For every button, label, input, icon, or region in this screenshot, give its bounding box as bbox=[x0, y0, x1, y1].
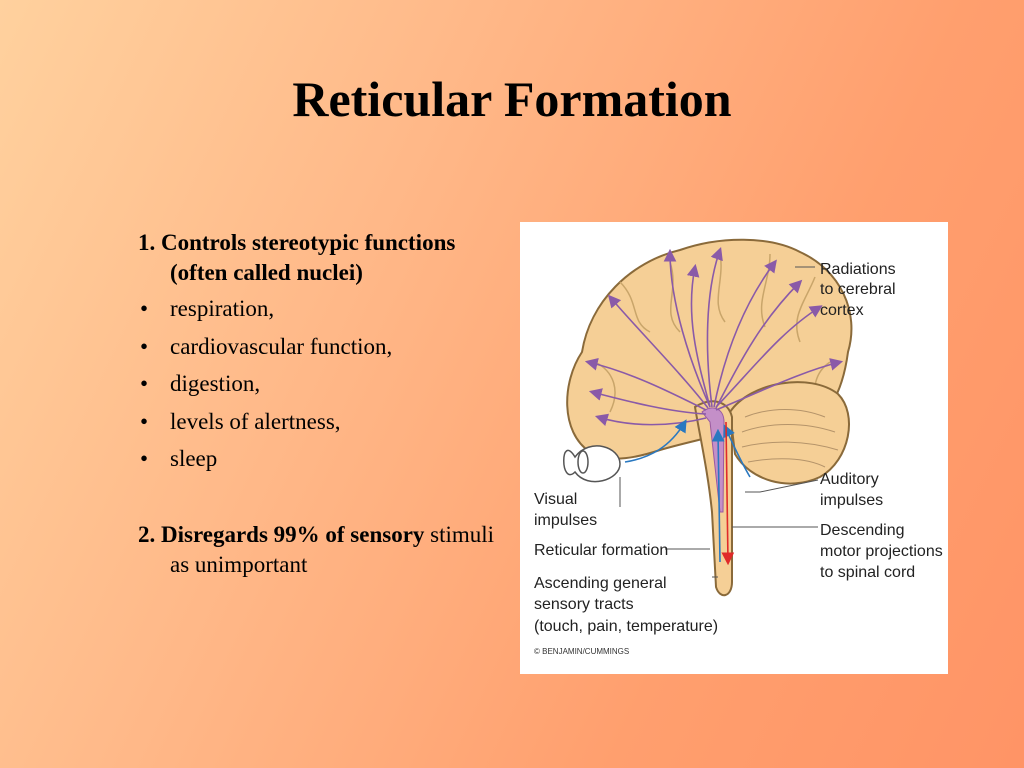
label-line: Radiations bbox=[820, 261, 896, 278]
leader-lines bbox=[619, 266, 819, 578]
label-line: (touch, pain, temperature) bbox=[534, 618, 718, 635]
bullet-icon: • bbox=[140, 408, 149, 434]
brain-diagram: Radiations to cerebral cortex Auditory i… bbox=[520, 222, 948, 674]
function-list: •respiration, •cardiovascular function, … bbox=[138, 294, 508, 474]
list-item-text: respiration, bbox=[170, 296, 275, 321]
label-visual: Visual impulses bbox=[534, 491, 597, 529]
list-item: • cardiovascular function, bbox=[138, 332, 508, 362]
label-reticular: Reticular formation bbox=[534, 542, 668, 559]
label-ascending: Ascending general sensory tracts (touch,… bbox=[534, 575, 718, 635]
list-item-text: cardiovascular function, bbox=[170, 333, 393, 359]
bullet-icon: • bbox=[140, 296, 149, 321]
list-item-text: sleep bbox=[170, 446, 218, 471]
list-item: • levels of alertness, bbox=[138, 407, 508, 437]
point-1-number: 1. bbox=[138, 230, 156, 255]
label-line: to spinal cord bbox=[820, 564, 915, 581]
label-line: Reticular formation bbox=[534, 542, 668, 559]
bullet-icon: • bbox=[140, 446, 149, 471]
point-2: 2. Disregards 99% of sensory stimuli as … bbox=[138, 520, 508, 580]
list-item-text: levels of alertness, bbox=[170, 408, 341, 434]
label-line: Auditory bbox=[820, 471, 879, 488]
point-1: 1. Controls stereotypic functions (often… bbox=[138, 228, 508, 288]
label-radiations: Radiations to cerebral cortex bbox=[820, 261, 896, 319]
bullet-icon: • bbox=[140, 333, 149, 359]
label-line: Descending bbox=[820, 522, 905, 539]
eye-icon bbox=[563, 445, 621, 483]
label-descending: Descending motor projections to spinal c… bbox=[820, 522, 943, 581]
label-line: motor projections bbox=[820, 543, 943, 560]
label-line: to cerebral bbox=[820, 281, 896, 298]
label-line: Visual bbox=[534, 491, 577, 508]
radiation-arrows bbox=[584, 246, 844, 426]
label-line: Ascending general bbox=[534, 575, 667, 592]
figure-credit: © BENJAMIN/CUMMINGS bbox=[534, 647, 629, 656]
list-item: • digestion, bbox=[138, 369, 508, 399]
label-auditory: Auditory impulses bbox=[820, 471, 883, 509]
label-line: impulses bbox=[820, 492, 883, 509]
slide-title: Reticular Formation bbox=[292, 71, 732, 127]
list-item: • respiration, bbox=[138, 294, 508, 324]
cerebellum-folia bbox=[741, 409, 839, 468]
point-2-text: stimuli as unimportant bbox=[170, 521, 495, 577]
label-line: impulses bbox=[534, 512, 597, 529]
label-line: sensory tracts bbox=[534, 596, 634, 613]
label-line: cortex bbox=[820, 302, 864, 319]
point-2-number: 2. bbox=[138, 521, 156, 547]
bullet-icon: • bbox=[140, 371, 149, 396]
slide-content: 1. Controls stereotypic functions (often… bbox=[138, 228, 508, 580]
motor-arrow bbox=[721, 421, 735, 566]
list-item-text: digestion, bbox=[170, 371, 261, 396]
point-2-bold-text: Disregards 99% of sensory bbox=[161, 521, 425, 547]
list-item: • sleep bbox=[138, 444, 508, 474]
point-1-text: Controls stereotypic functions (often ca… bbox=[161, 230, 456, 285]
